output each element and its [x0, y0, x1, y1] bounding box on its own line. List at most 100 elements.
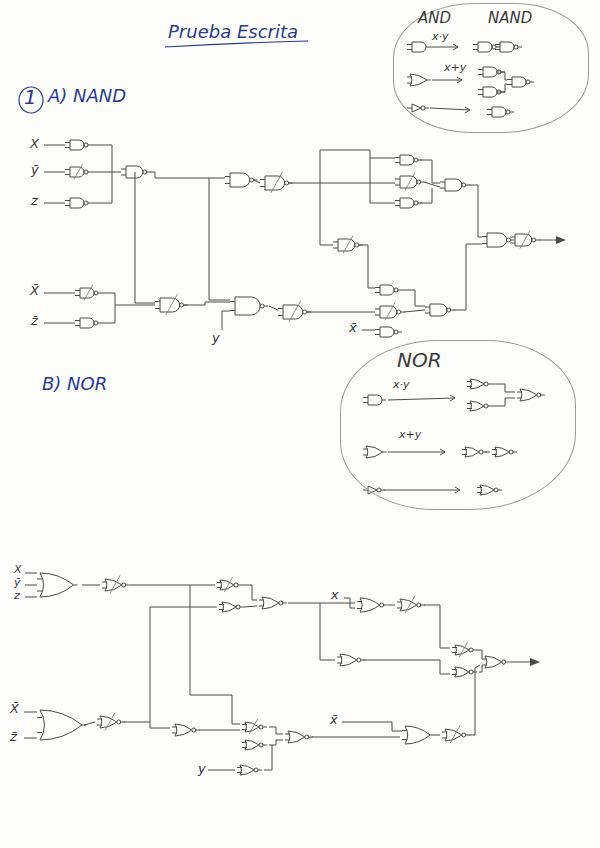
gate-body: [400, 155, 414, 165]
gate-body: [368, 395, 382, 405]
expression-label: x+y: [399, 429, 421, 442]
gate-input: [65, 169, 70, 170]
gate-output: [382, 400, 386, 401]
gate-body: [400, 198, 414, 208]
inversion-bubble: [537, 393, 541, 397]
gate-input: [482, 236, 487, 237]
gate-output: [88, 172, 92, 173]
signal-name: X: [14, 564, 22, 577]
gate-input: [357, 601, 362, 602]
equivalence-arrow: [440, 449, 445, 455]
inversion-bubble: [394, 330, 398, 334]
inversion-bubble: [357, 658, 361, 662]
wire: [242, 585, 257, 600]
gate-body: [495, 447, 509, 457]
gate-input: [363, 402, 368, 403]
gate-output: [384, 605, 388, 606]
gate-input: [510, 237, 515, 238]
gate-input: [155, 308, 160, 309]
gate-input: [65, 205, 70, 206]
nor-gate: [492, 447, 517, 457]
gate-input: [237, 772, 242, 773]
signal-name: y: [212, 331, 220, 346]
inversion-bubble: [94, 321, 98, 325]
inversion-bubble: [506, 110, 510, 114]
gate-input: [442, 738, 447, 739]
gate-input: [237, 767, 242, 768]
wire: [184, 302, 230, 305]
wire: [244, 606, 257, 607]
wire: [479, 665, 482, 672]
wire: [342, 722, 402, 731]
equivalence-arrow: [465, 107, 470, 113]
gate-body: [222, 602, 236, 612]
nand-gate: [425, 304, 455, 316]
inversion-bubble: [236, 605, 240, 609]
gate-input: [407, 49, 412, 50]
nor-gate: [285, 731, 313, 743]
expression-label: x·y: [393, 379, 410, 392]
inversion-bubble: [259, 725, 263, 729]
gate-body: [483, 67, 497, 77]
wire: [492, 398, 515, 406]
nand-gate: [155, 294, 188, 315]
gate-body: [480, 485, 494, 495]
nand-gate: [278, 301, 311, 322]
inversion-bubble: [303, 310, 307, 314]
gate-body: [338, 239, 355, 251]
gate-input: [375, 334, 380, 335]
wire: [150, 172, 225, 178]
nand-gate: [375, 302, 405, 320]
nand-gate: [395, 172, 425, 190]
gate-input: [375, 309, 380, 310]
gate-output: [283, 603, 287, 604]
signal-name: ȳ: [31, 163, 39, 178]
nor-gate: [97, 712, 125, 730]
number-circle: [19, 87, 43, 113]
nor-gate: [242, 740, 267, 750]
gate-input: [517, 398, 522, 399]
gate-input: [442, 732, 447, 733]
wire: [388, 452, 445, 453]
gate-output: [258, 770, 262, 771]
expression-label: x·y: [432, 31, 449, 44]
gate-output: [496, 47, 500, 48]
and-gate: [363, 395, 386, 405]
inversion-bubble: [394, 288, 398, 292]
gate-input: [65, 142, 70, 143]
gate-body: [512, 77, 526, 87]
gate-input: [337, 663, 342, 664]
strike-mark: [343, 235, 353, 253]
gate-body: [245, 740, 259, 750]
gate-input: [217, 587, 222, 588]
nand-gate: [65, 164, 92, 179]
wire: [312, 737, 400, 738]
gate-input: [102, 588, 107, 589]
gate-body: [520, 389, 537, 401]
gate-input: [357, 608, 362, 609]
gate-body: [400, 176, 417, 188]
gate-input: [363, 490, 368, 491]
signal-name: x̄: [330, 713, 338, 728]
strike-mark: [166, 294, 178, 315]
gate-input: [242, 729, 247, 730]
gate-input: [285, 740, 290, 741]
gate-input: [155, 301, 160, 302]
gate-input: [477, 492, 482, 493]
strike-mark: [249, 719, 257, 734]
nand-gate: [495, 42, 522, 52]
wire: [430, 47, 458, 48]
gate-output: [426, 47, 430, 48]
gate-body: [240, 765, 254, 775]
gate-input: [473, 44, 478, 45]
inversion-bubble: [254, 768, 258, 772]
gate-input: [487, 114, 492, 115]
gate-output: [264, 306, 268, 307]
gate-body: [380, 327, 394, 337]
wire: [388, 398, 455, 400]
nor-gate: [397, 595, 425, 613]
strike-mark: [385, 302, 395, 320]
nor-gate: [337, 654, 365, 666]
inversion-bubble: [492, 45, 496, 49]
gate-input: [440, 188, 445, 189]
